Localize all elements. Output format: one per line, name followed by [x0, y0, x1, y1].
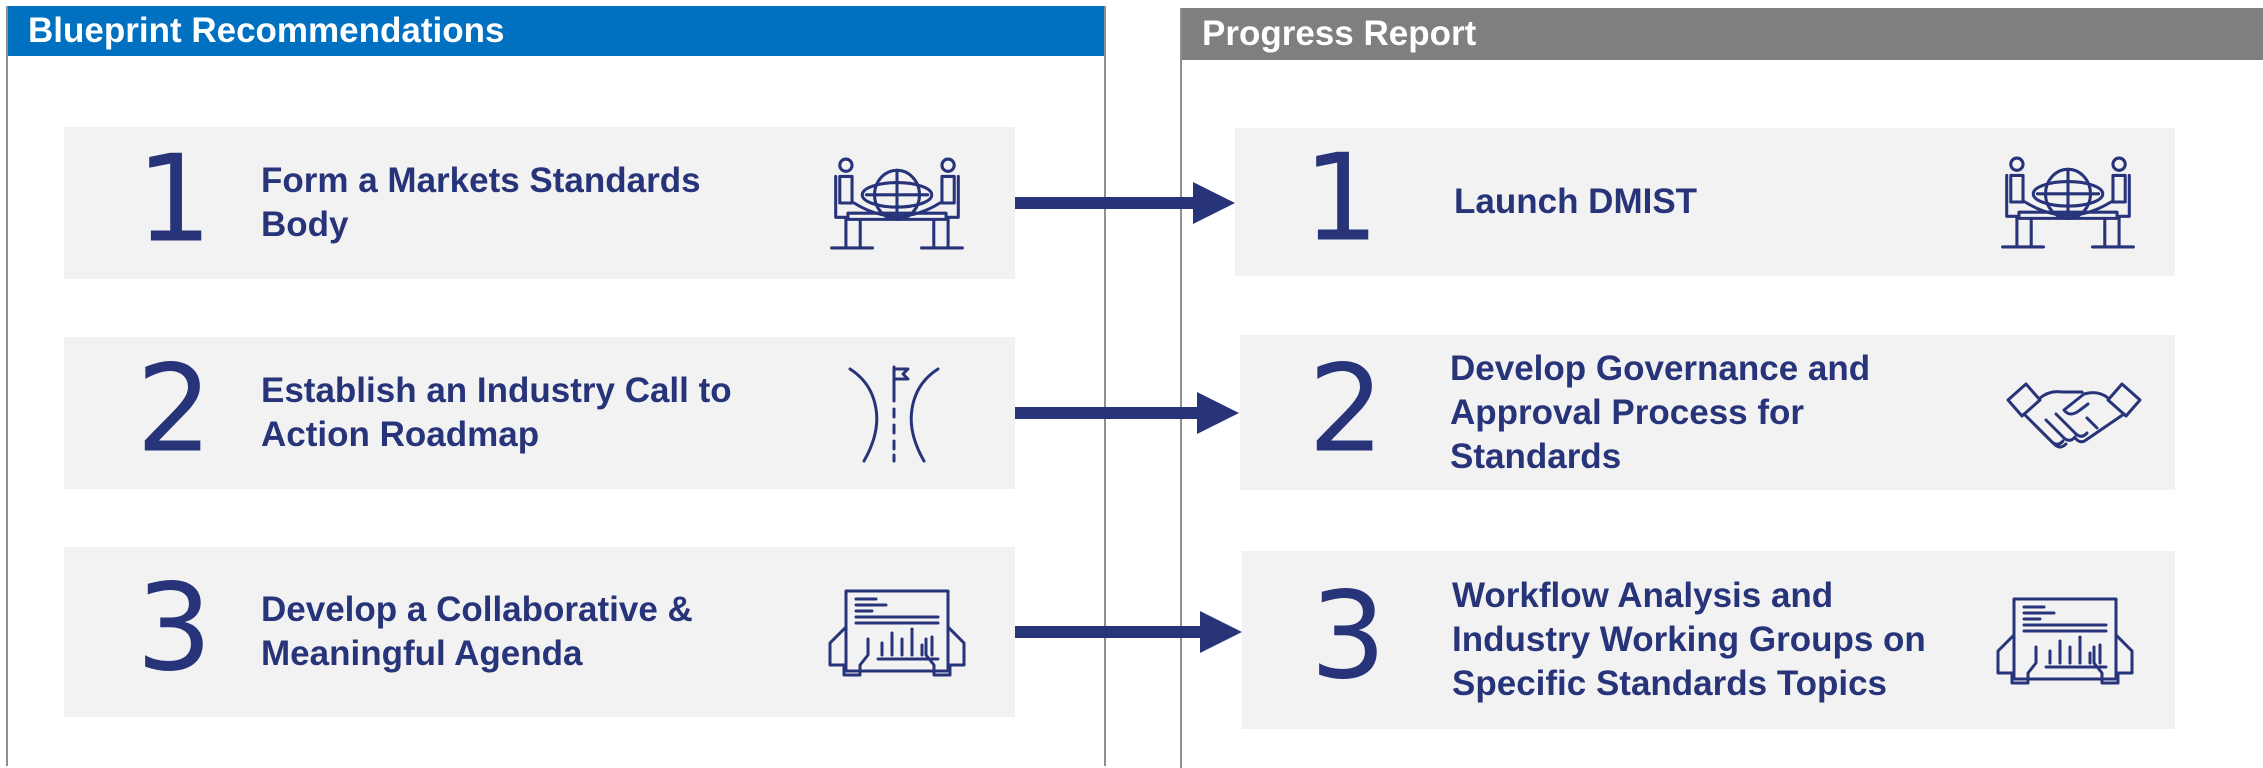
- arrow-2: [1015, 392, 1239, 434]
- meeting-table-icon: [1995, 155, 2141, 249]
- item-number: 3: [136, 559, 213, 699]
- arrow-3: [1015, 611, 1242, 653]
- blueprint-item-3: 3 Develop a Collaborative & Meaningful A…: [64, 547, 1015, 717]
- progress-item-2: 2 Develop Governance and Approval Proces…: [1240, 335, 2175, 490]
- blueprint-recommendations-panel: Blueprint Recommendations: [6, 6, 1106, 766]
- item-number: 2: [1308, 340, 1385, 480]
- agenda-chart-icon: [822, 587, 972, 677]
- item-text: Form a Markets Standards Body: [261, 161, 701, 244]
- panel-title-progress: Progress Report: [1182, 8, 2263, 60]
- roadmap-flag-icon: [844, 363, 944, 463]
- item-text: Launch DMIST: [1454, 182, 1698, 221]
- blueprint-item-1: 1 Form a Markets Standards Body: [64, 127, 1015, 279]
- item-number: 3: [1310, 567, 1387, 707]
- arrow-1: [1015, 182, 1235, 224]
- item-number: 1: [136, 130, 213, 270]
- agenda-chart-icon: [1990, 595, 2140, 685]
- item-number: 1: [1303, 129, 1380, 269]
- item-number: 2: [136, 340, 213, 480]
- item-text: Workflow Analysis and Industry Working G…: [1452, 576, 1926, 703]
- blueprint-item-2: 2 Establish an Industry Call to Action R…: [64, 337, 1015, 489]
- progress-report-panel: Progress Report: [1180, 8, 2263, 768]
- panel-title-blueprint: Blueprint Recommendations: [8, 6, 1104, 56]
- progress-item-1: 1 Launch DMIST: [1235, 128, 2175, 276]
- item-text: Develop Governance and Approval Process …: [1450, 348, 1871, 476]
- handshake-icon: [2004, 368, 2144, 458]
- item-text: Develop a Collaborative & Meaningful Age…: [261, 590, 693, 673]
- progress-item-3: 3 Workflow Analysis and Industry Working…: [1242, 551, 2175, 729]
- meeting-table-icon: [824, 156, 970, 250]
- item-text: Establish an Industry Call to Action Roa…: [261, 371, 732, 454]
